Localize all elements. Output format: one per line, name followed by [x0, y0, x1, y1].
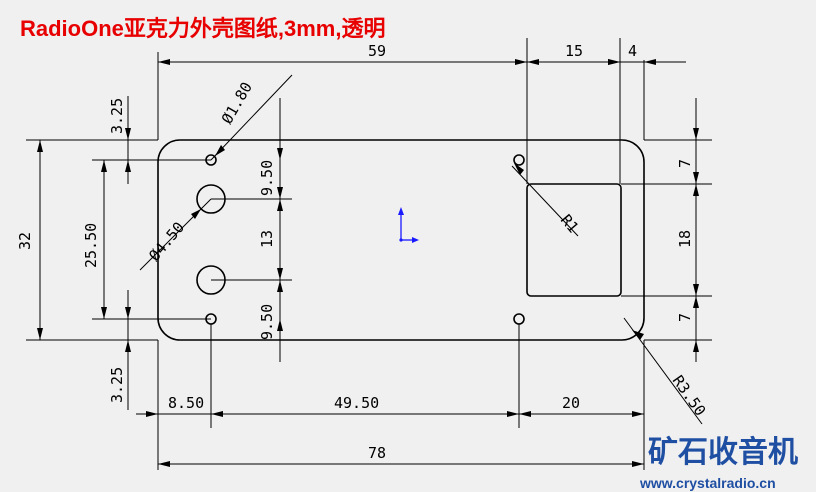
watermark-url: www.crystalradio.cn: [639, 475, 776, 491]
dim-hole-large: Ø4.50: [145, 218, 188, 264]
window-cutout: [526, 183, 622, 297]
dim-r1: R1: [557, 211, 582, 236]
dim-7-bottom: 7: [676, 313, 694, 322]
dim-15: 15: [565, 42, 583, 60]
hole-top-right: [513, 154, 525, 166]
dim-9-50-bottom: 9.50: [258, 304, 276, 340]
dim-7-top: 7: [676, 159, 694, 168]
hole-bottom-right: [513, 313, 525, 325]
dim-4: 4: [628, 42, 637, 60]
dim-9-50-top: 9.50: [258, 160, 276, 196]
dim-25-50: 25.50: [82, 223, 100, 268]
dim-13: 13: [258, 230, 276, 248]
origin-axis-icon: [398, 207, 419, 243]
watermark-text: 矿石收音机: [648, 435, 798, 469]
dim-59: 59: [368, 42, 386, 60]
dim-3-25-top: 3.25: [108, 98, 126, 134]
dim-49-50: 49.50: [334, 394, 379, 412]
dim-18: 18: [676, 230, 694, 248]
dim-hole-small: Ø1.80: [218, 79, 256, 127]
dim-8-50: 8.50: [168, 394, 204, 412]
drawing-title: RadioOne亚克力外壳图纸,3mm,透明: [20, 16, 385, 41]
dim-78: 78: [368, 444, 386, 462]
watermark: 矿石收音机 www.crystalradio.cn: [639, 435, 798, 491]
dim-32: 32: [16, 232, 34, 250]
dim-r3-50: R3.50: [669, 372, 710, 419]
dim-3-25-bottom: 3.25: [108, 367, 126, 403]
case-outline: [157, 139, 645, 341]
dim-20: 20: [562, 394, 580, 412]
